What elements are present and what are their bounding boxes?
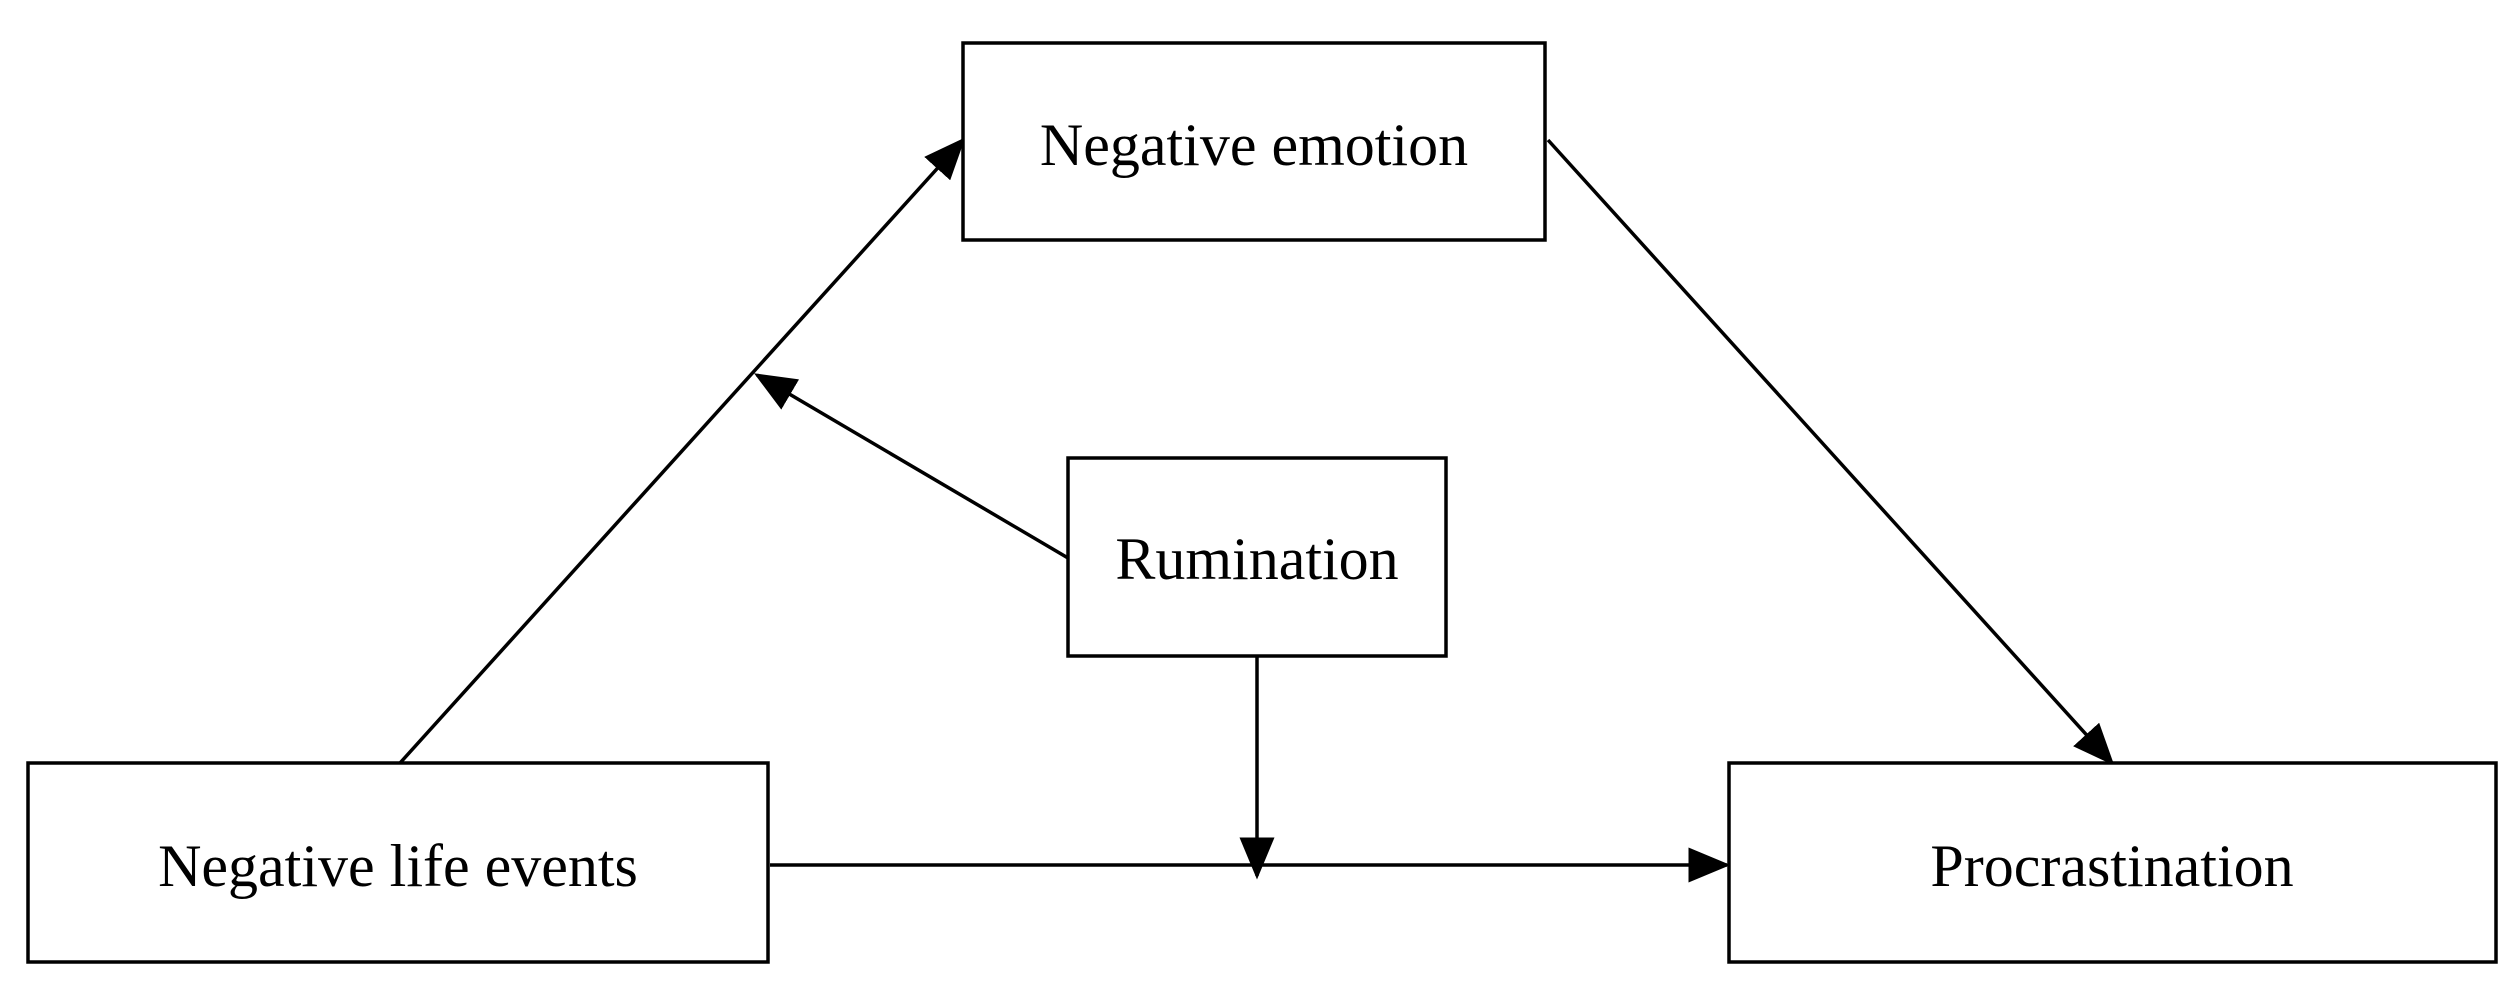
node-rumination: Rumination	[1066, 456, 1448, 658]
node-procrastination-label: Procrastination	[1930, 833, 2293, 899]
node-negative-emotion: Negative emotion	[961, 41, 1547, 242]
arrow-life-events-to-negative-emotion	[398, 137, 966, 765]
node-negative-emotion-label: Negative emotion	[1040, 112, 1468, 178]
node-rumination-label: Rumination	[1115, 526, 1398, 592]
node-negative-life-events: Negative life events	[26, 761, 770, 964]
arrow-negative-emotion-to-procrastination	[1546, 138, 2115, 766]
node-procrastination: Procrastination	[1727, 761, 2498, 964]
node-rumination-box	[1066, 456, 1448, 658]
arrow-rumination-moderates-first-path	[753, 373, 1069, 560]
node-negative-emotion-box	[961, 41, 1547, 242]
node-negative-life-events-label: Negative life events	[158, 833, 638, 899]
node-negative-life-events-box	[26, 761, 770, 964]
node-procrastination-box	[1727, 761, 2498, 964]
